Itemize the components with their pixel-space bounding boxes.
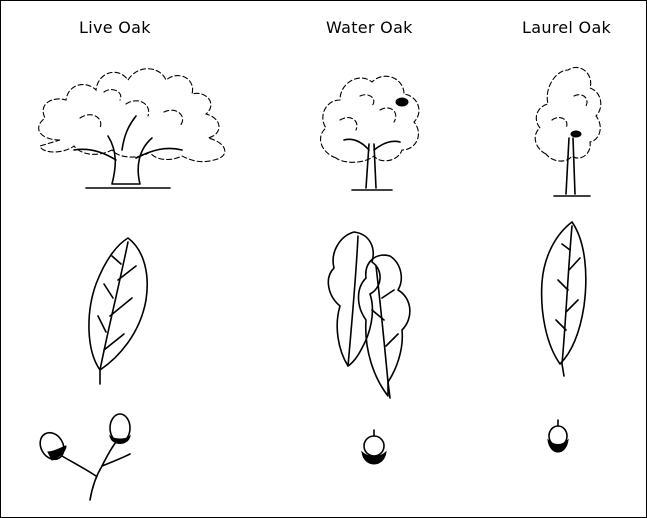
live-oak-leaf-illustration: [89, 238, 147, 384]
laurel-oak-acorn-illustration: [548, 420, 568, 452]
water-oak-tree-illustration: [321, 76, 419, 190]
laurel-oak-tree-illustration: [535, 67, 601, 196]
live-oak-acorn-illustration: [35, 414, 130, 500]
water-oak-acorn-illustration: [362, 430, 386, 464]
laurel-oak-leaf-illustration: [542, 222, 586, 376]
live-oak-tree-illustration: [39, 69, 225, 188]
water-oak-leaf-illustration: [328, 232, 410, 398]
